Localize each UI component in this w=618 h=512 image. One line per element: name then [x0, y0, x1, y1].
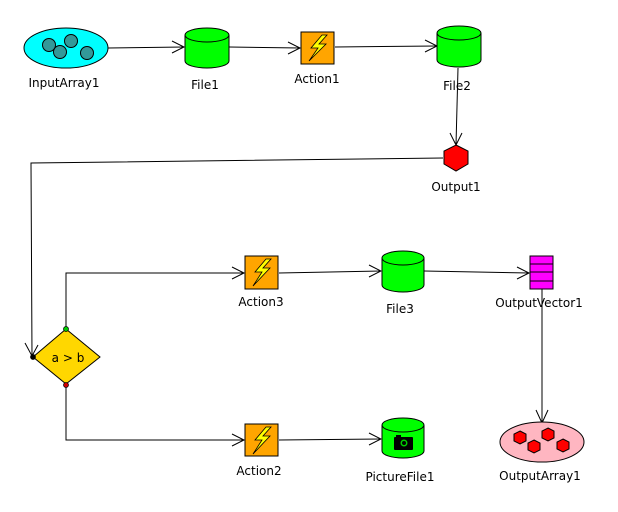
- array-element-icon: [513, 430, 527, 445]
- input-port-icon[interactable]: [30, 354, 36, 360]
- edge-action1-file2[interactable]: [334, 45, 438, 48]
- edge-file3-outputvector1[interactable]: [423, 270, 530, 274]
- array-element-icon: [541, 427, 555, 442]
- array-element-icon: [556, 438, 570, 453]
- true-port-icon[interactable]: [63, 326, 69, 332]
- node-file2[interactable]: File2: [436, 25, 482, 93]
- output-vector-icon: [529, 255, 554, 290]
- array-element-icon: [53, 45, 67, 59]
- array-element-icon: [42, 38, 56, 52]
- arrowhead-icon: [171, 40, 186, 54]
- node-file1[interactable]: File1: [184, 27, 230, 92]
- edge-condition-false-action2[interactable]: [65, 385, 244, 441]
- node-label: InputArray1: [28, 76, 99, 90]
- file-cylinder-icon: [436, 25, 482, 68]
- node-label: Action1: [294, 72, 339, 86]
- arrowhead-icon: [516, 266, 531, 280]
- node-action1[interactable]: Action1: [294, 31, 340, 86]
- edge-condition-true-action3[interactable]: [65, 272, 244, 328]
- file-cylinder-icon: [184, 27, 230, 69]
- output-hexagon-icon: [443, 144, 469, 172]
- edge-inputarray1-file1[interactable]: [107, 46, 185, 49]
- node-label: Action2: [236, 464, 281, 478]
- arrowhead-icon: [368, 264, 383, 278]
- node-label: Action3: [238, 295, 283, 309]
- edge-file1-action1[interactable]: [228, 46, 301, 49]
- edge-action2-picturefile1[interactable]: [278, 438, 382, 441]
- node-label: File2: [443, 79, 471, 93]
- node-action2[interactable]: Action2: [236, 423, 282, 478]
- edge-file2-output1[interactable]: [455, 67, 459, 146]
- arrowhead-icon: [231, 433, 246, 447]
- node-picturefile1[interactable]: PictureFile1: [366, 417, 435, 484]
- node-label: PictureFile1: [366, 470, 435, 484]
- node-output1[interactable]: Output1: [431, 144, 481, 194]
- array-element-icon: [64, 34, 78, 48]
- node-inputarray1[interactable]: InputArray1: [23, 27, 109, 90]
- arrowhead-icon: [368, 432, 383, 446]
- condition-expression: a > b: [52, 351, 85, 365]
- edge-output1-condition[interactable]: [30, 157, 444, 357]
- array-element-icon: [527, 439, 541, 454]
- arrowhead-icon: [231, 266, 246, 280]
- lightning-bolt-icon: [252, 258, 272, 287]
- file-cylinder-icon: [381, 250, 425, 293]
- lightning-bolt-icon: [252, 426, 272, 455]
- input-array-icon: [23, 27, 109, 69]
- node-condition[interactable]: a > b: [30, 326, 101, 388]
- edge-action3-file3[interactable]: [278, 270, 382, 274]
- camera-icon: [394, 435, 413, 450]
- node-label: OutputArray1: [499, 469, 581, 483]
- node-label: Output1: [431, 180, 480, 194]
- node-label: File1: [191, 78, 219, 92]
- lightning-bolt-icon: [308, 34, 328, 62]
- arrowhead-icon: [287, 41, 302, 55]
- node-action3[interactable]: Action3: [238, 255, 284, 309]
- false-port-icon[interactable]: [63, 382, 69, 388]
- node-label: OutputVector1: [495, 296, 583, 310]
- array-element-icon: [80, 46, 94, 60]
- node-outputvector1[interactable]: OutputVector1: [495, 255, 583, 310]
- node-label: File3: [386, 302, 414, 316]
- node-outputarray1[interactable]: OutputArray1: [499, 421, 585, 483]
- output-array-icon: [499, 421, 585, 463]
- edges: [24, 39, 549, 447]
- node-file3[interactable]: File3: [381, 250, 425, 316]
